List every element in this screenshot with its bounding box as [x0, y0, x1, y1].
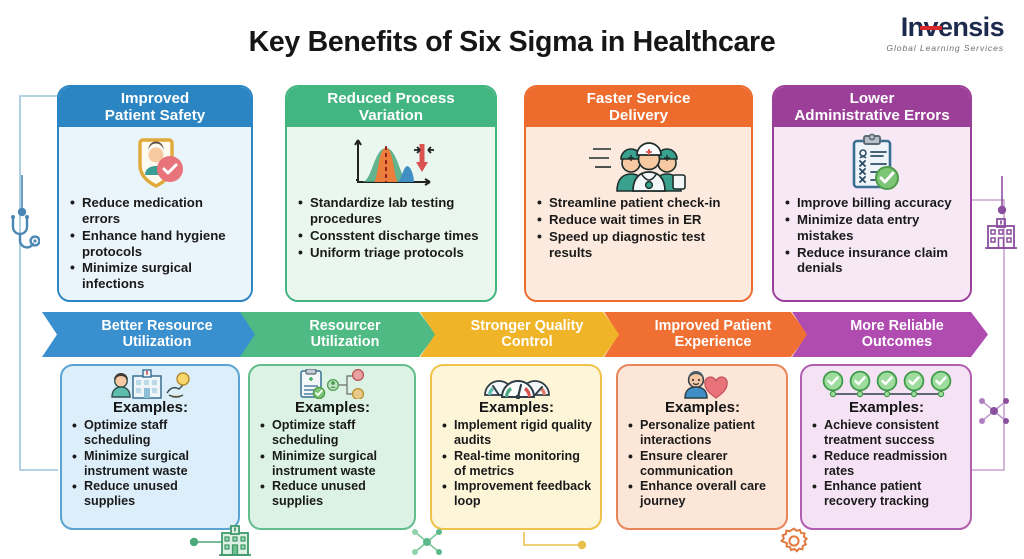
nurse-hospital-icon — [71, 369, 230, 399]
list-item: Personalize patient interactions — [627, 417, 778, 448]
list-item: Real-time monitoring of metrics — [441, 448, 592, 479]
stethoscope-icon — [6, 215, 41, 262]
list-item: Achieve consistent treatment success — [811, 417, 962, 448]
list-item: Enhance overall care journey — [627, 478, 778, 509]
list-item: Speed up diagnostic test results — [536, 228, 742, 261]
hospital-building-icon — [984, 216, 1018, 255]
list-item: Uniform triage protocols — [297, 244, 486, 261]
list-item: Minimize surgical infections — [69, 259, 242, 292]
example-card-better-resource-utilization[interactable]: Examples: Optimize staff scheduling Mini… — [60, 364, 240, 530]
list-item: Standardize lab testing procedures — [297, 194, 486, 227]
examples-label: Examples: — [112, 399, 189, 416]
medical-team-icon — [536, 131, 742, 195]
list-item: Improvement feedback loop — [441, 478, 592, 509]
list-item: Reduce insurance claim denials — [784, 244, 961, 277]
example-card-resourcer-utilization[interactable]: Examples: Optimize staff scheduling Mini… — [248, 364, 416, 530]
card-bullet-list: Reduce medication errors Enhance hand hy… — [69, 194, 242, 292]
list-item: Minimize surgical instrument waste — [259, 448, 406, 479]
network-nodes-green-icon — [411, 527, 443, 559]
list-item: Improve billing accuracy — [784, 194, 961, 211]
card-bullet-list: Achieve consistent treatment success Red… — [811, 417, 962, 509]
card-bullet-list: Personalize patient interactions Ensure … — [627, 417, 778, 509]
patient-heart-icon — [627, 369, 778, 399]
gear-icon — [779, 527, 809, 559]
list-item: Enhance hand hygiene protocols — [69, 227, 242, 260]
example-card-stronger-quality-control[interactable]: Examples: Implement rigid quality audits… — [430, 364, 602, 530]
list-item: Ensure clearer communication — [627, 448, 778, 479]
list-item: Consstent discharge times — [297, 227, 486, 244]
examples-label: Examples: — [848, 399, 925, 416]
list-item: Reduce unused supplies — [71, 478, 230, 509]
bell-curve-icon — [297, 131, 486, 195]
examples-label: Examples: — [478, 399, 555, 416]
example-card-improved-patient-experience[interactable]: Examples: Personalize patient interactio… — [616, 364, 788, 530]
brand-logo: Invensis Global Learning Services — [832, 12, 1005, 54]
card-body: Reduce medication errors Enhance hand hy… — [59, 127, 251, 300]
card-bullet-list: Implement rigid quality audits Real-time… — [441, 417, 592, 509]
logo-tagline: Global Learning Services — [886, 43, 1004, 53]
card-bullet-list: Streamline patient check-in Reduce wait … — [536, 194, 742, 261]
card-bullet-list: Optimize staff scheduling Minimize surgi… — [259, 417, 406, 509]
list-item: Reduce unused supplies — [259, 478, 406, 509]
list-item: Implement rigid quality audits — [441, 417, 592, 448]
examples-label: Examples: — [664, 399, 741, 416]
card-body: Improve billing accuracy Minimize data e… — [774, 127, 970, 300]
page-title: Key Benefits of Six Sigma in Healthcare — [248, 26, 776, 58]
examples-label: Examples: — [294, 399, 371, 416]
card-bullet-list: Optimize staff scheduling Minimize surgi… — [71, 417, 230, 509]
card-bullet-list: Improve billing accuracy Minimize data e… — [784, 194, 961, 277]
checkmarks-timeline-icon — [811, 369, 962, 399]
logo-accent-bar — [920, 26, 942, 30]
list-item: Minimize data entry mistakes — [784, 211, 961, 244]
card-body: Streamline patient check-in Reduce wait … — [526, 127, 751, 300]
network-nodes-purple-icon — [978, 396, 1010, 431]
gauges-icon — [441, 369, 592, 399]
card-bullet-list: Standardize lab testing procedures Conss… — [297, 194, 486, 261]
list-item: Reduce readmission rates — [811, 448, 962, 479]
clipboard-checklist-icon — [784, 131, 961, 195]
list-item: Enhance patient recovery tracking — [811, 478, 962, 509]
list-item: Optimize staff scheduling — [259, 417, 406, 448]
list-item: Streamline patient check-in — [536, 194, 742, 211]
list-item: Reduce medication errors — [69, 194, 242, 227]
shield-patient-icon — [69, 131, 242, 195]
logo-wordmark: Invensis — [900, 12, 1005, 42]
list-item: Optimize staff scheduling — [71, 417, 230, 448]
hospital-green-icon — [218, 523, 252, 559]
card-body: Standardize lab testing procedures Conss… — [287, 127, 495, 300]
list-item: Reduce wait times in ER — [536, 211, 742, 228]
clipboard-network-icon — [259, 369, 406, 399]
example-card-more-reliable-outcomes[interactable]: Examples: Achieve consistent treatment s… — [800, 364, 972, 530]
list-item: Minimize surgical instrument waste — [71, 448, 230, 479]
